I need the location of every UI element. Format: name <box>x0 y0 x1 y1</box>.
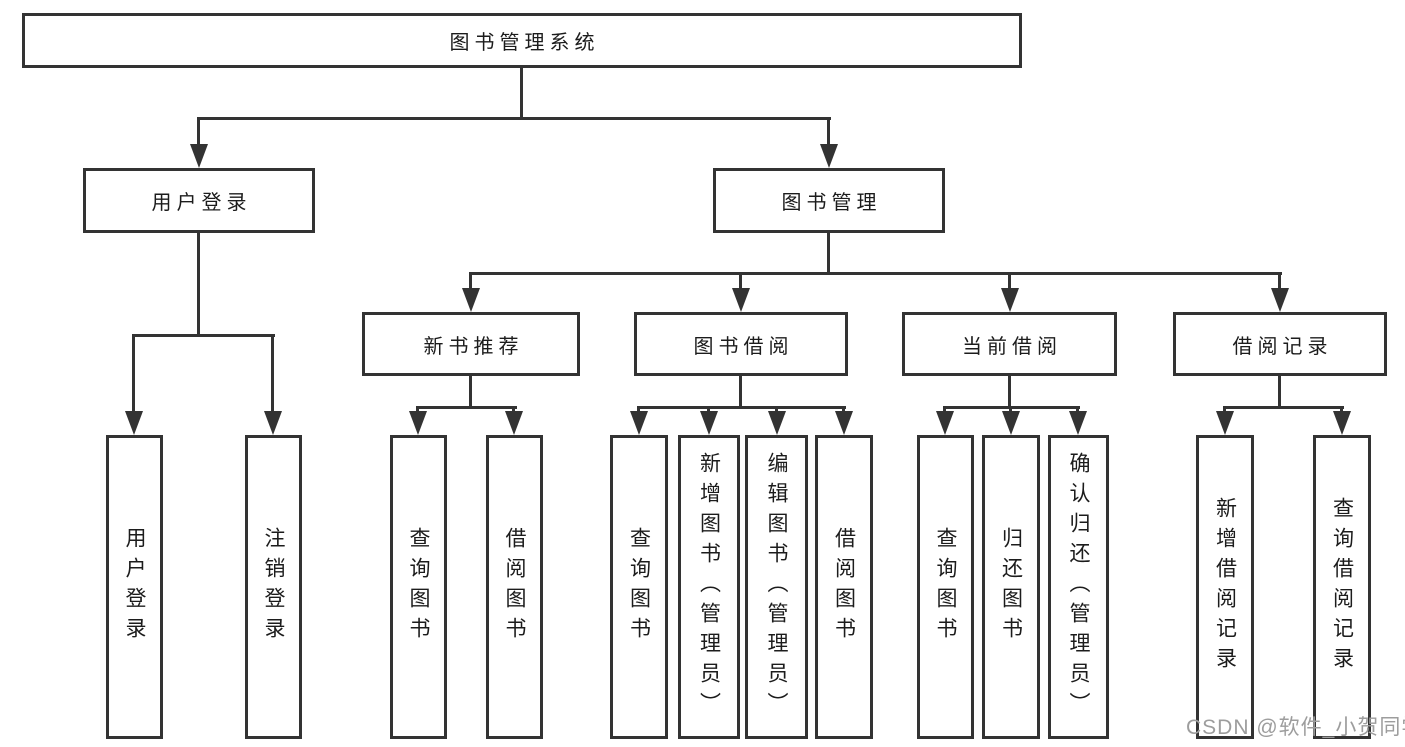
connector-borrow-records-stub <box>1278 376 1281 409</box>
connector-book-mgmt-stub <box>827 233 830 275</box>
arrow-bb-edit <box>768 407 786 435</box>
leaf-cb-confirm-return-admin-label: 确认归还（管理员） <box>1067 452 1091 722</box>
leaf-cb-confirm-return-admin: 确认归还（管理员） <box>1048 435 1109 739</box>
arrow-bb-query <box>630 407 648 435</box>
leaf-br-query-record: 查询借阅记录 <box>1313 435 1371 739</box>
leaf-br-add-record-label: 新增借阅记录 <box>1213 497 1237 677</box>
leaf-logout: 注销登录 <box>245 435 302 739</box>
node-new-book-recommend: 新书推荐 <box>362 312 580 376</box>
leaf-nb-query-books-label: 查询图书 <box>407 527 431 647</box>
connector-book-borrow-rail <box>637 406 846 409</box>
connector-user-login-stub <box>197 233 200 337</box>
leaf-nb-query-books: 查询图书 <box>390 435 447 739</box>
leaf-user-login-label: 用户登录 <box>123 527 147 647</box>
node-borrowing-records: 借阅记录 <box>1173 312 1387 376</box>
leaf-cb-return-books-label: 归还图书 <box>999 527 1023 647</box>
node-library-system: 图书管理系统 <box>22 13 1022 68</box>
arrow-to-user-login <box>190 118 208 168</box>
connector-level3-rail <box>469 272 1282 275</box>
leaf-bb-edit-book-admin-label: 编辑图书（管理员） <box>765 452 789 722</box>
node-current-borrowing-label: 当前借阅 <box>962 335 1062 358</box>
leaf-bb-add-book-admin-label: 新增图书（管理员） <box>697 452 721 722</box>
node-new-book-recommend-label: 新书推荐 <box>423 335 524 358</box>
connector-current-borrow-stub <box>1008 376 1011 409</box>
leaf-bb-query-books-label: 查询图书 <box>627 527 651 647</box>
connector-new-book-rail <box>416 406 517 409</box>
arrow-nb-query <box>409 407 427 435</box>
node-book-management: 图书管理 <box>713 168 945 233</box>
arrow-to-borrowing-records <box>1271 273 1289 312</box>
leaf-nb-borrow-books-label: 借阅图书 <box>503 527 527 647</box>
node-current-borrowing: 当前借阅 <box>902 312 1117 376</box>
leaf-bb-borrow-books-label: 借阅图书 <box>832 527 856 647</box>
node-user-login-label: 用户登录 <box>151 192 252 214</box>
arrow-to-leaf-user-login <box>125 335 143 435</box>
connector-level2-rail <box>197 117 831 120</box>
arrow-to-book-management <box>820 118 838 168</box>
leaf-bb-borrow-books: 借阅图书 <box>815 435 873 739</box>
arrow-to-current-borrowing <box>1001 273 1019 312</box>
arrow-cb-query <box>936 407 954 435</box>
leaf-logout-label: 注销登录 <box>262 527 286 647</box>
arrow-to-new-book-recommend <box>462 273 480 312</box>
connector-root-stub <box>520 66 523 120</box>
leaf-user-login: 用户登录 <box>106 435 163 739</box>
node-book-borrowing-label: 图书借阅 <box>693 335 794 358</box>
leaf-bb-edit-book-admin: 编辑图书（管理员） <box>745 435 808 739</box>
csdn-watermark: CSDN @软件_小贺同学 <box>1186 716 1405 739</box>
arrow-to-book-borrowing <box>732 273 750 312</box>
leaf-bb-add-book-admin: 新增图书（管理员） <box>678 435 740 739</box>
arrow-br-add <box>1216 407 1234 435</box>
connector-new-book-stub <box>469 376 472 409</box>
arrow-to-leaf-logout <box>264 335 282 435</box>
leaf-cb-return-books: 归还图书 <box>982 435 1040 739</box>
node-book-management-label: 图书管理 <box>781 192 882 214</box>
arrow-cb-return <box>1002 407 1020 435</box>
arrow-nb-borrow <box>505 407 523 435</box>
arrow-bb-borrow <box>835 407 853 435</box>
node-borrowing-records-label: 借阅记录 <box>1232 335 1333 358</box>
leaf-nb-borrow-books: 借阅图书 <box>486 435 543 739</box>
connector-user-login-rail <box>132 334 275 337</box>
leaf-bb-query-books: 查询图书 <box>610 435 668 739</box>
leaf-cb-query-books-label: 查询图书 <box>934 527 958 647</box>
node-book-borrowing: 图书借阅 <box>634 312 848 376</box>
leaf-br-add-record: 新增借阅记录 <box>1196 435 1254 739</box>
node-library-system-label: 图书管理系统 <box>449 32 600 54</box>
arrow-br-query <box>1333 407 1351 435</box>
connector-borrow-records-rail <box>1223 406 1344 409</box>
leaf-br-query-record-label: 查询借阅记录 <box>1330 497 1354 677</box>
arrow-bb-add <box>700 407 718 435</box>
connector-book-borrow-stub <box>739 376 742 409</box>
arrow-cb-confirm <box>1069 407 1087 435</box>
node-user-login: 用户登录 <box>83 168 315 233</box>
leaf-cb-query-books: 查询图书 <box>917 435 974 739</box>
